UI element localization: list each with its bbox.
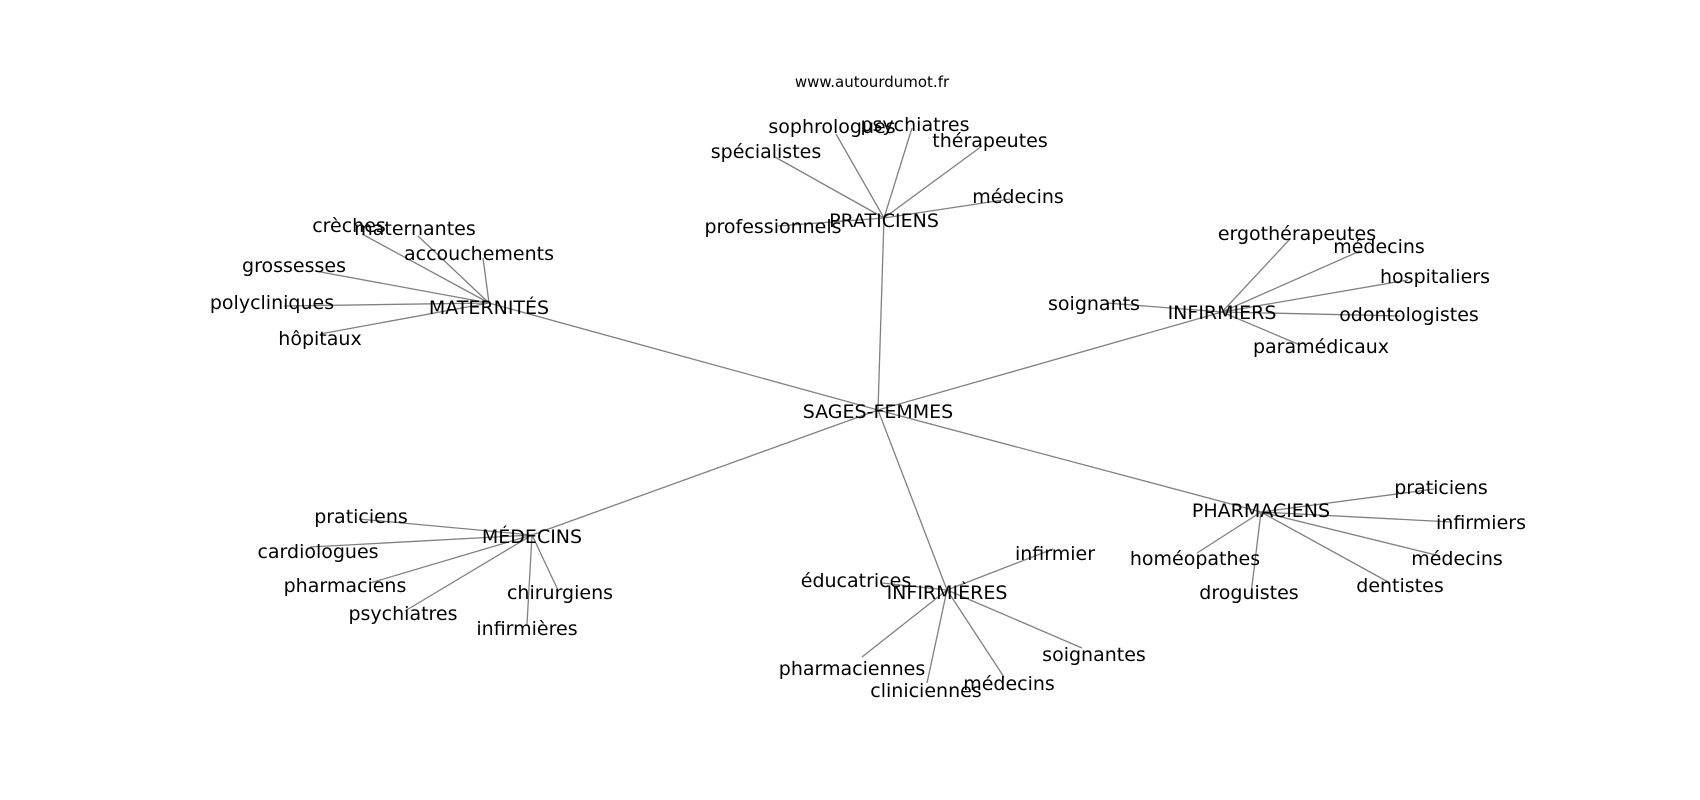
edges-layer	[283, 127, 1453, 684]
leaf-node-label: maternantes	[354, 218, 476, 240]
edge-hub-leaf	[358, 518, 533, 536]
edge-hub-leaf	[283, 302, 490, 307]
edge-hub-leaf	[774, 156, 885, 219]
leaf-node-label: médecins	[1411, 548, 1503, 570]
edge-hub-leaf	[531, 534, 558, 589]
edge-hub-leaf	[881, 582, 948, 591]
edge-hub-leaf	[1221, 311, 1301, 346]
edge-hub-leaf	[946, 589, 1083, 649]
leaf-node-label: crèches	[312, 215, 386, 237]
edge-center-hub	[877, 409, 1262, 513]
leaf-node-label: hospitaliers	[1380, 266, 1490, 288]
hub-node-label: INFIRMIÈRES	[887, 581, 1008, 604]
leaf-node-label: pharmaciennes	[779, 658, 925, 680]
edge-hub-leaf	[1260, 511, 1391, 584]
edge-hub-leaf	[1221, 250, 1361, 313]
edge-hub-leaf	[1221, 311, 1401, 317]
edge-hub-leaf	[777, 217, 885, 227]
leaf-node-label: chirurgiens	[507, 582, 613, 604]
labels-layer: SAGES-FEMMESPRATICIENSsophrologuespsychi…	[210, 114, 1526, 702]
edge-hub-leaf	[404, 534, 533, 612]
hub-node-label: PHARMACIENS	[1192, 500, 1330, 522]
edge-hub-leaf	[883, 127, 913, 219]
edge-hub-leaf	[861, 589, 948, 658]
hub-node-label: MATERNITÉS	[429, 296, 549, 319]
edge-center-hub	[877, 311, 1223, 411]
leaf-node-label: psychiatres	[860, 114, 969, 136]
edge-hub-leaf	[1260, 511, 1453, 523]
leaf-node-label: praticiens	[1394, 477, 1488, 499]
hub-node-label: INFIRMIERS	[1168, 302, 1277, 324]
leaf-node-label: médecins	[963, 673, 1055, 695]
leaf-node-label: soignants	[1048, 293, 1140, 315]
leaf-node-label: infirmières	[476, 618, 577, 640]
hub-node-label: PRATICIENS	[829, 210, 939, 232]
edge-hub-leaf	[314, 270, 490, 304]
leaf-node-label: hôpitaux	[278, 328, 361, 350]
leaf-node-label: cardiologues	[257, 541, 378, 563]
edge-center-hub	[877, 409, 948, 591]
leaf-node-label: thérapeutes	[932, 130, 1047, 152]
edge-hub-leaf	[417, 235, 490, 304]
edge-hub-leaf	[309, 534, 533, 548]
edge-hub-leaf	[482, 257, 490, 304]
edge-hub-leaf	[369, 534, 533, 584]
leaf-node-label: paramédicaux	[1253, 336, 1389, 358]
edge-hub-leaf	[526, 534, 533, 625]
edge-hub-leaf	[1221, 279, 1409, 313]
leaf-node-label: professionnels	[704, 216, 841, 238]
source-url: www.autourdumot.fr	[795, 73, 950, 91]
leaf-node-label: spécialistes	[711, 141, 822, 163]
edge-hub-leaf	[319, 302, 490, 335]
edge-hub-leaf	[835, 133, 885, 219]
edge-hub-leaf	[1260, 511, 1441, 557]
leaf-node-label: praticiens	[314, 506, 408, 528]
leaf-node-label: grossesses	[242, 255, 346, 277]
leaf-node-label: pharmaciens	[284, 575, 407, 597]
edge-center-hub	[488, 302, 879, 411]
leaf-node-label: infirmiers	[1436, 512, 1526, 534]
edge-hub-leaf	[883, 145, 983, 219]
leaf-node-label: sophrologues	[768, 116, 895, 138]
edge-hub-leaf	[1260, 488, 1435, 513]
edge-hub-leaf	[361, 233, 490, 304]
leaf-node-label: médecins	[1333, 236, 1425, 258]
edge-hub-leaf	[1196, 511, 1262, 554]
edge-hub-leaf	[1105, 302, 1223, 313]
leaf-node-label: éducatrices	[801, 570, 911, 592]
edge-hub-leaf	[1250, 511, 1262, 595]
leaf-node-label: psychiatres	[348, 603, 457, 625]
edge-hub-leaf	[883, 198, 1011, 219]
leaf-node-label: accouchements	[404, 243, 554, 265]
center-node-label: SAGES-FEMMES	[803, 401, 954, 423]
leaf-node-label: infirmier	[1015, 543, 1095, 565]
edge-hub-leaf	[946, 589, 1005, 678]
leaf-node-label: médecins	[972, 186, 1064, 208]
leaf-node-label: cliniciennes	[870, 680, 981, 702]
edge-hub-leaf	[1221, 238, 1291, 313]
edge-center-hub	[877, 217, 885, 411]
leaf-node-label: ergothérapeutes	[1218, 223, 1376, 245]
leaf-node-label: dentistes	[1356, 575, 1443, 597]
edge-hub-leaf	[926, 589, 948, 684]
edge-center-hub	[531, 409, 879, 536]
leaf-node-label: odontologistes	[1339, 304, 1479, 326]
edge-hub-leaf	[946, 548, 1054, 591]
leaf-node-label: droguistes	[1199, 582, 1298, 604]
leaf-node-label: polycliniques	[210, 292, 334, 314]
leaf-node-label: soignantes	[1042, 644, 1146, 666]
hub-node-label: MÉDECINS	[482, 525, 582, 548]
leaf-node-label: homéopathes	[1130, 548, 1260, 570]
